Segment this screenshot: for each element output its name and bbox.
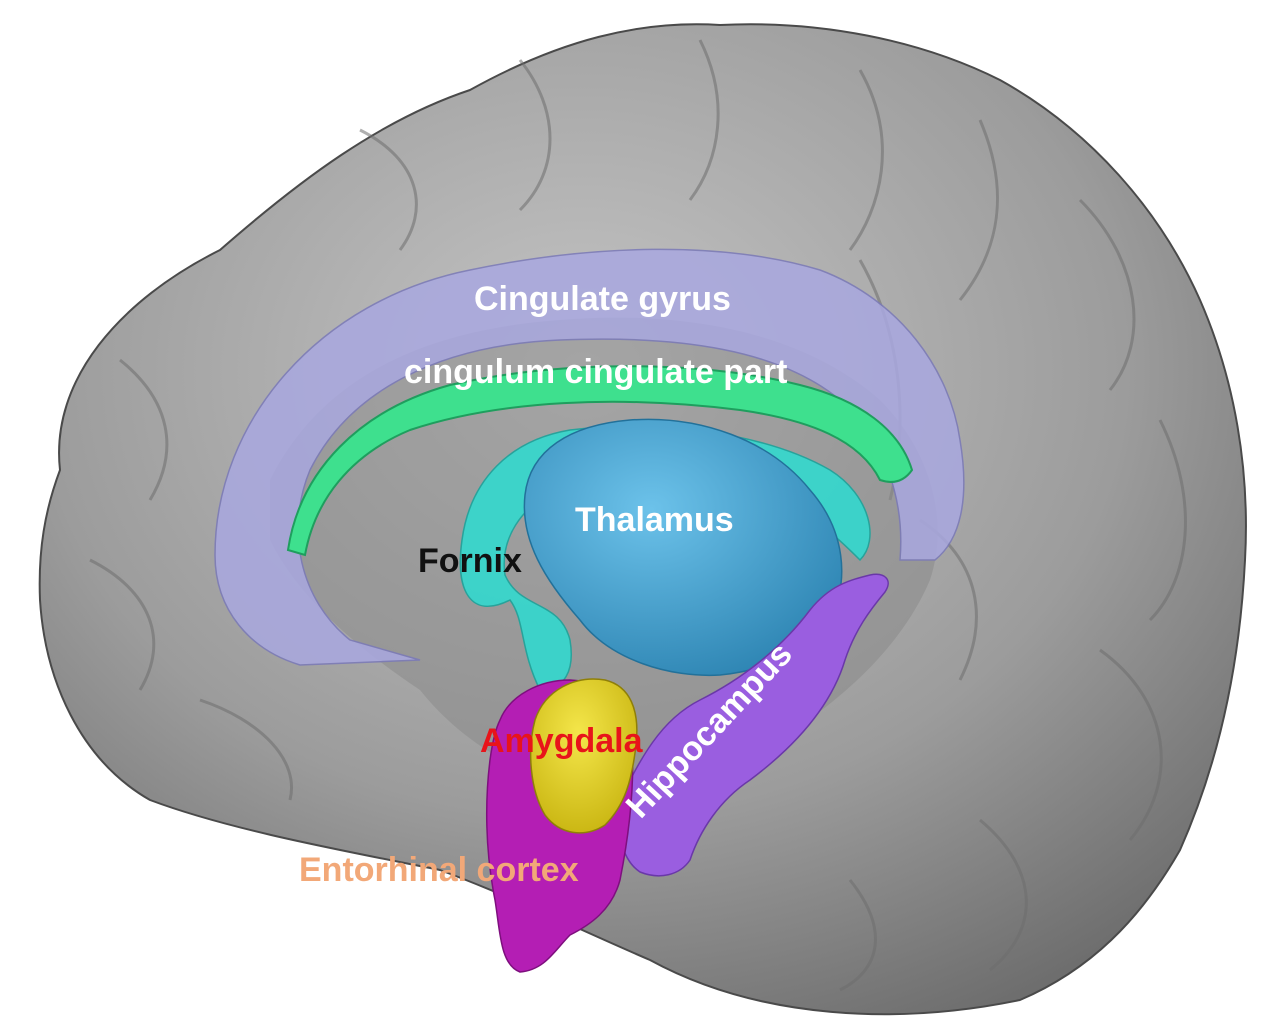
label-cingulate-gyrus: Cingulate gyrus [474,282,731,316]
label-cingulum-cingulate-part: cingulum cingulate part [404,355,787,389]
label-thalamus: Thalamus [575,503,734,537]
label-entorhinal-cortex: Entorhinal cortex [299,853,579,887]
label-fornix: Fornix [418,544,522,578]
label-amygdala: Amygdala [480,724,643,758]
